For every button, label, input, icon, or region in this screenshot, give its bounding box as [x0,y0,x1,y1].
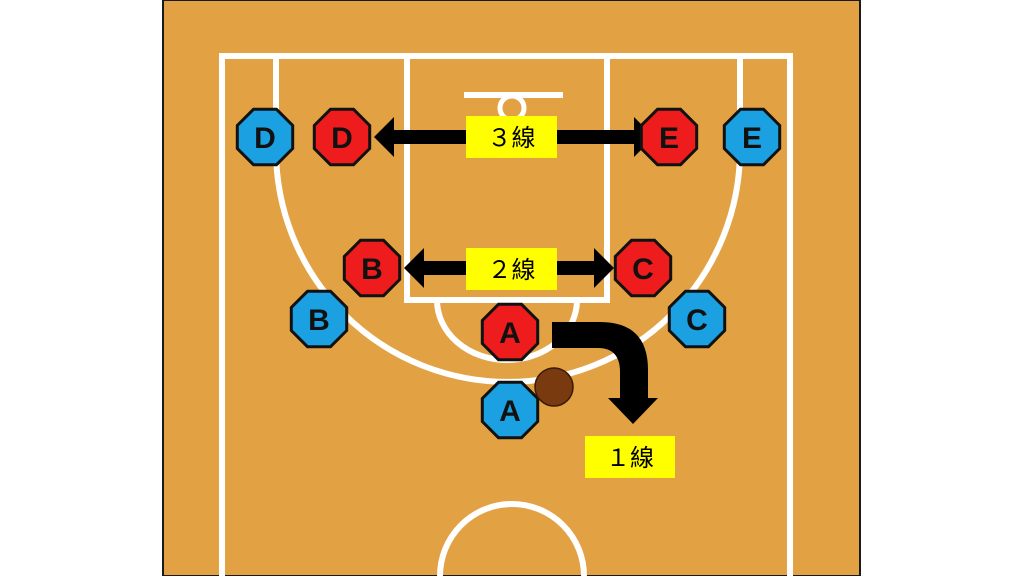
baseline [219,53,793,576]
player-letter: C [686,304,708,337]
player-letter: B [361,253,383,286]
player-marker-blue [289,289,349,349]
player-blue-d: D [235,107,295,167]
label-line1-bg [585,436,675,478]
player-letter: B [308,304,330,337]
player-blue-a: A [480,380,540,440]
basketball [534,367,574,407]
player-red-d: D [312,107,372,167]
paint-lane [404,56,610,303]
player-blue-c: C [667,289,727,349]
player-letter: E [742,122,762,155]
player-blue-b: B [289,289,349,349]
player-red-b: B [342,238,402,298]
player-letter: C [632,253,654,286]
player-marker-red [639,107,699,167]
player-red-c: C [613,238,673,298]
label-line1: １線 [606,445,654,472]
player-red-e: E [639,107,699,167]
player-red-a: A [480,302,540,362]
line-labels: ３線 ２線 １線 [466,116,675,478]
player-marker-red [480,302,540,362]
player-marker-red [613,238,673,298]
label-line2-bg [466,248,557,290]
player-marker-blue [235,107,295,167]
player-letter: A [499,317,521,350]
label-line2: ２線 [488,257,536,284]
arrow-line1 [552,322,658,424]
label-line3: ３線 [488,125,536,152]
player-marker-red [312,107,372,167]
player-letter: A [499,395,521,428]
player-marker-blue [667,289,727,349]
player-blue-e: E [722,107,782,167]
player-marker-blue [722,107,782,167]
player-letter: E [659,122,679,155]
player-marker-blue [480,380,540,440]
player-letter: D [254,122,276,155]
player-letter: D [331,122,353,155]
player-marker-red [342,238,402,298]
label-line3-bg [466,116,557,158]
center-circle [437,501,587,577]
players-layer: D D E E B C B C A A [235,107,782,440]
